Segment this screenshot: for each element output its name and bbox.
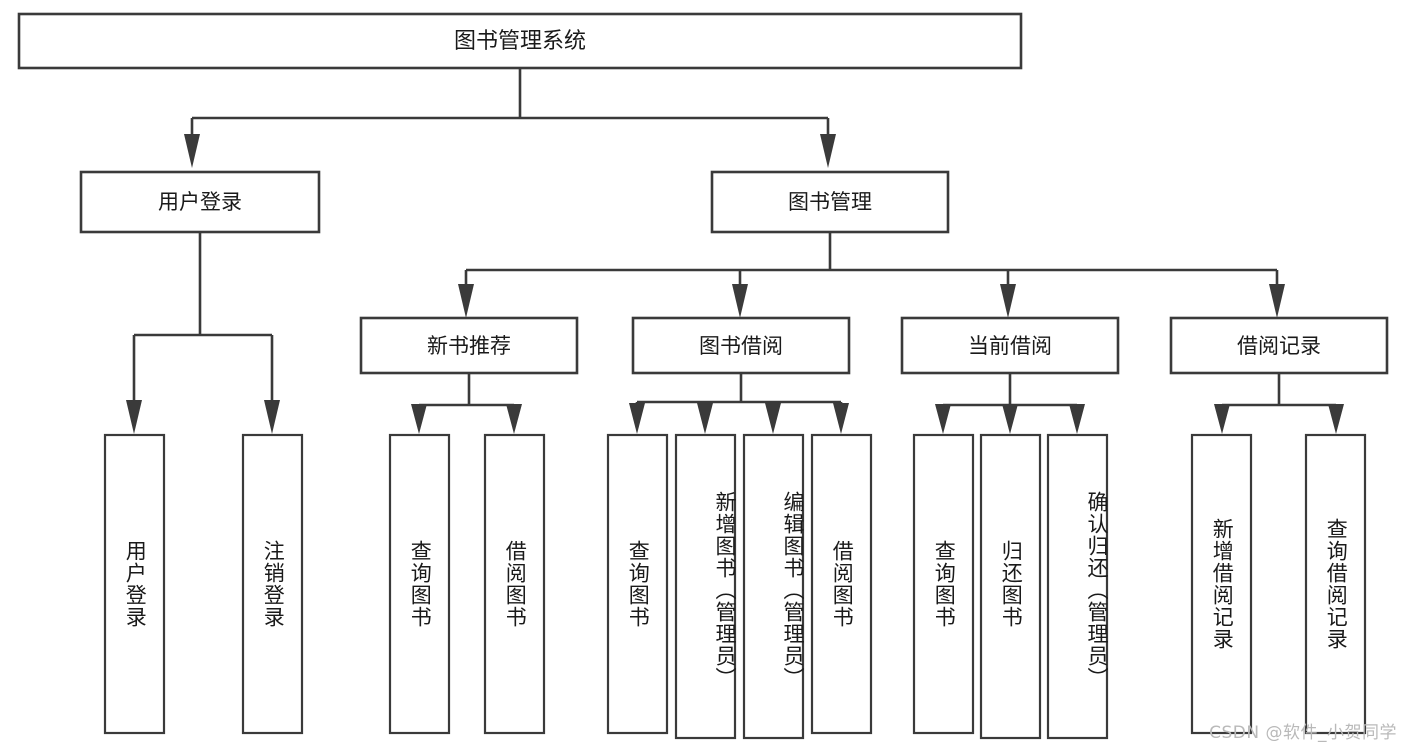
arrow-login-to-c1: [126, 400, 142, 434]
arrow-borrow-to-c3: [765, 403, 781, 434]
arrow-manage-to-l3-1: [458, 284, 474, 318]
node-user-login[interactable]: 用户登录: [79, 170, 321, 234]
node-root-label: 图书管理系统: [454, 29, 586, 54]
arrow-record-to-c2: [1328, 404, 1344, 434]
node-current-borrow[interactable]: 当前借阅: [900, 316, 1120, 375]
node-book-borrow-box[interactable]: [631, 316, 851, 375]
node-book-borrow[interactable]: 图书借阅: [631, 316, 851, 375]
node-user-login-label: 用户登录: [158, 190, 242, 214]
node-new-book-recommend-label: 新书推荐: [427, 334, 511, 358]
leaf-box-recommend-1[interactable]: [388, 433, 451, 735]
node-book-manage-label: 图书管理: [788, 190, 872, 214]
arrow-current-to-c1: [935, 404, 951, 434]
node-borrow-record-label: 借阅记录: [1237, 334, 1321, 358]
leaf-box-record-1[interactable]: [1190, 433, 1253, 735]
leaf-box-borrow-2[interactable]: [674, 433, 737, 740]
arrow-recommend-to-c1: [411, 404, 427, 434]
node-current-borrow-box[interactable]: [900, 316, 1120, 375]
node-book-borrow-label: 图书借阅: [699, 334, 783, 358]
arrow-manage-to-l3-3: [1000, 284, 1016, 318]
csdn-watermark: CSDN @软件_小贺同学: [1209, 723, 1397, 743]
leaf-box-borrow-4[interactable]: [810, 433, 873, 735]
arrow-borrow-to-c2: [697, 403, 713, 434]
node-book-manage[interactable]: 图书管理: [710, 170, 950, 234]
arrow-root-to-login: [184, 134, 200, 168]
leaf-box-record-2[interactable]: [1304, 433, 1367, 735]
leaf-box-current-1[interactable]: [912, 433, 975, 735]
node-new-book-recommend-box[interactable]: [359, 316, 579, 375]
node-new-book-recommend[interactable]: 新书推荐: [359, 316, 579, 375]
leaf-box-current-3[interactable]: [1046, 433, 1109, 740]
node-root[interactable]: 图书管理系统: [17, 12, 1023, 70]
leaf-box-current-2[interactable]: [979, 433, 1042, 740]
node-borrow-record-box[interactable]: [1169, 316, 1389, 375]
arrow-login-to-c2: [264, 400, 280, 434]
leaf-box-borrow-1[interactable]: [606, 433, 669, 735]
arrow-borrow-to-c1: [629, 403, 645, 434]
arrow-borrow-to-c4: [833, 403, 849, 434]
arrow-manage-to-l3-4: [1269, 284, 1285, 318]
node-current-borrow-label: 当前借阅: [968, 334, 1052, 358]
leaf-box-borrow-3[interactable]: [742, 433, 805, 740]
arrow-current-to-c2: [1002, 404, 1018, 434]
node-book-manage-box[interactable]: [710, 170, 950, 234]
node-borrow-record[interactable]: 借阅记录: [1169, 316, 1389, 375]
leaf-box-recommend-2[interactable]: [483, 433, 546, 735]
node-root-box[interactable]: [17, 12, 1023, 70]
arrow-root-to-manage: [820, 134, 836, 168]
arrow-record-to-c1: [1214, 404, 1230, 434]
arrow-current-to-c3: [1069, 404, 1085, 434]
leaf-box-user-login-1[interactable]: [103, 433, 166, 735]
leaf-box-user-login-2[interactable]: [241, 433, 304, 735]
arrow-recommend-to-c2: [506, 404, 522, 434]
arrow-manage-to-l3-2: [732, 284, 748, 318]
